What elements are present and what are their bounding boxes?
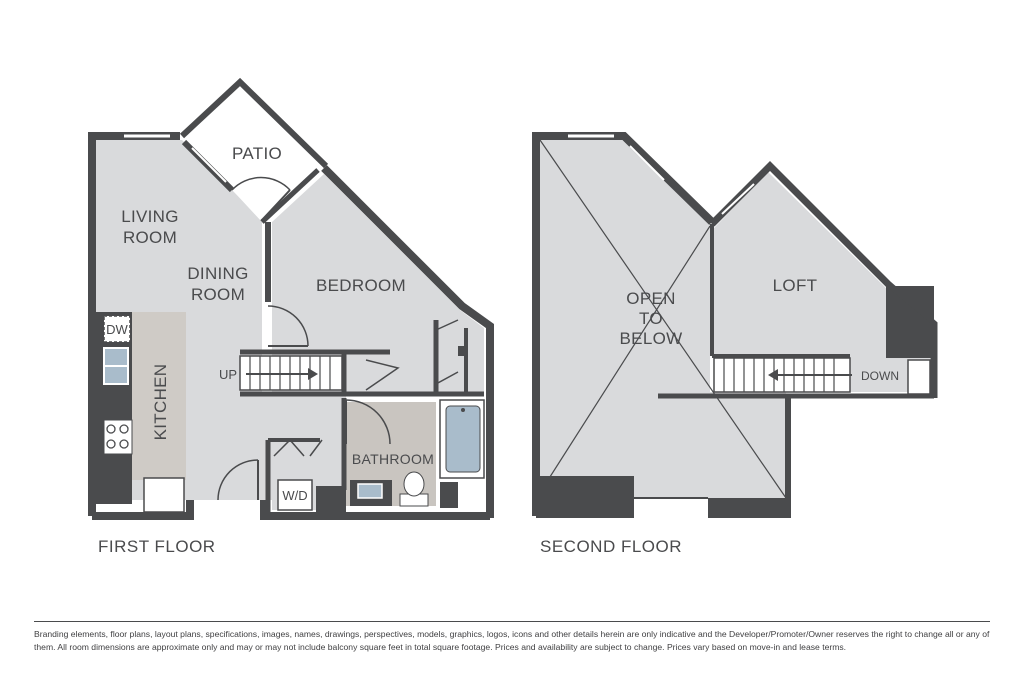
kitchen-label: KITCHEN bbox=[151, 364, 170, 441]
bedroom-door-swing bbox=[267, 305, 309, 347]
second-floor-label: SECOND FLOOR bbox=[540, 537, 683, 556]
open-to-below-label-line1: OPEN bbox=[626, 289, 675, 308]
bathtub bbox=[439, 399, 485, 479]
loft-label: LOFT bbox=[773, 276, 818, 295]
toilet bbox=[399, 471, 429, 507]
patio-door-swing bbox=[231, 176, 291, 191]
second-wall-block-right bbox=[708, 498, 790, 518]
open-below-diagonal-2 bbox=[547, 225, 711, 481]
patio-wall-lower bbox=[181, 139, 235, 193]
closet-shelf bbox=[458, 346, 464, 356]
washer-dryer bbox=[277, 479, 313, 511]
exterior-wall-bottom bbox=[92, 500, 194, 520]
dining-room-label-line1: DINING bbox=[187, 264, 248, 283]
loft-window bbox=[721, 183, 755, 215]
bedroom-exterior-wall bbox=[321, 165, 494, 518]
stair-down-arrow-head bbox=[768, 369, 778, 381]
bathroom-label: BATHROOM bbox=[352, 451, 434, 467]
open-below-diagonal-1 bbox=[539, 139, 787, 499]
stair-arrow-head bbox=[308, 368, 318, 380]
second-floor-plan: OPEN TO BELOW LOFT DOWN bbox=[532, 132, 938, 518]
open-to-below-label-line3: BELOW bbox=[620, 329, 683, 348]
wall-block-bath bbox=[316, 486, 346, 516]
loft-wall-block-slope bbox=[886, 286, 934, 358]
wall-block-kitchen bbox=[96, 312, 132, 504]
loft-closet bbox=[907, 359, 931, 395]
open-to-below-label-line2: TO bbox=[639, 309, 663, 328]
refrigerator bbox=[143, 477, 185, 513]
dishwasher bbox=[103, 315, 131, 343]
loft-floor bbox=[714, 172, 930, 392]
bathroom-vanity bbox=[350, 480, 392, 506]
exterior-wall-bottom-right bbox=[260, 500, 490, 520]
second-wall-block-left bbox=[536, 476, 634, 518]
stairs-up-label: UP bbox=[219, 367, 237, 382]
bathroom-door-swing bbox=[345, 399, 391, 445]
disclaimer-text: Branding elements, floor plans, layout p… bbox=[34, 629, 990, 652]
bedroom-floor bbox=[272, 174, 484, 392]
entry-door-swing bbox=[217, 459, 259, 501]
patio-wall bbox=[179, 77, 329, 169]
dining-room-label-line2: ROOM bbox=[191, 285, 245, 304]
first-floor-label: FIRST FLOOR bbox=[98, 537, 216, 556]
dishwasher-label: DW bbox=[106, 322, 128, 337]
cooktop bbox=[103, 419, 133, 455]
kitchen-sink bbox=[103, 347, 129, 385]
bedroom-window bbox=[275, 175, 319, 215]
stair-door-swing bbox=[365, 359, 400, 391]
patio-door-wall bbox=[260, 168, 320, 224]
living-room-label-line2: ROOM bbox=[123, 228, 177, 247]
bedroom-label: BEDROOM bbox=[316, 276, 406, 295]
stairs-up bbox=[239, 355, 343, 391]
second-window-diagonal bbox=[629, 145, 665, 181]
stairs-down-label: DOWN bbox=[861, 369, 899, 383]
bath-cabinet bbox=[440, 482, 458, 508]
first-floor-plan: PATIO LIVING ROOM DINING ROOM BEDROOM KI… bbox=[88, 77, 494, 520]
footer-divider bbox=[34, 621, 990, 622]
living-room-label-line1: LIVING bbox=[121, 207, 179, 226]
washer-dryer-label: W/D bbox=[282, 488, 307, 503]
stairs-down bbox=[713, 357, 852, 393]
closet-door-swing bbox=[435, 319, 459, 385]
patio-door-leaf bbox=[261, 189, 291, 221]
kitchen-counter bbox=[132, 312, 186, 480]
patio-label: PATIO bbox=[232, 144, 282, 163]
patio-window bbox=[191, 147, 227, 183]
laundry-door-swing bbox=[273, 438, 323, 457]
